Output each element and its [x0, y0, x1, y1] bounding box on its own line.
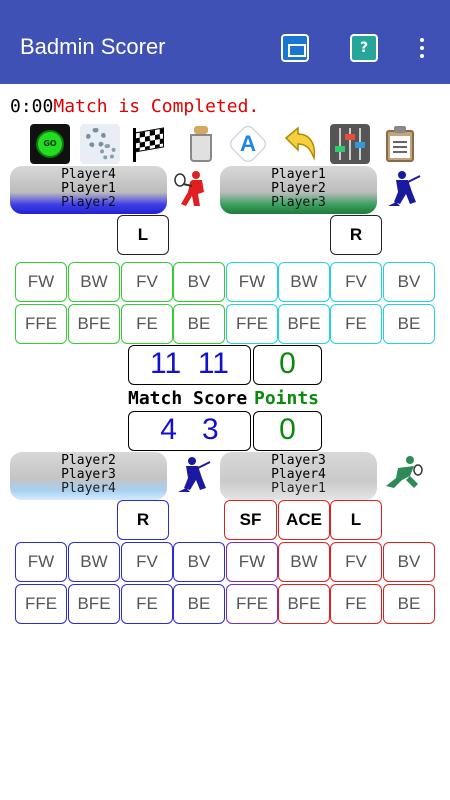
match-score-right: 3: [202, 413, 219, 446]
shot-button-bv[interactable]: BV: [173, 262, 225, 302]
player-name: Player3: [61, 467, 116, 482]
player-name: Player1: [271, 481, 326, 496]
trash-can-icon[interactable]: [180, 124, 220, 164]
player-name: Player3: [271, 453, 326, 468]
top-left-team-panel[interactable]: Player4 Player1 Player2: [10, 166, 167, 214]
shot-button-fw[interactable]: FW: [226, 542, 278, 582]
letter-a-icon[interactable]: A: [226, 122, 270, 166]
shot-button-bfe[interactable]: BFE: [68, 584, 120, 624]
match-time: 0:00: [10, 96, 54, 117]
shot-button-bw[interactable]: BW: [68, 262, 120, 302]
red-player-icon: [172, 168, 212, 208]
shot-button-bw[interactable]: BW: [68, 542, 120, 582]
top-right-side-button[interactable]: R: [330, 215, 382, 255]
shot-button-fv[interactable]: FV: [330, 542, 382, 582]
shot-button-bv[interactable]: BV: [173, 542, 225, 582]
player-name: Player3: [271, 195, 326, 210]
go-label: GO: [36, 130, 64, 158]
shot-button-fe[interactable]: FE: [121, 304, 173, 344]
shot-button-bv[interactable]: BV: [383, 542, 435, 582]
shot-button-be[interactable]: BE: [173, 304, 225, 344]
match-score-left: 4: [160, 413, 177, 446]
player-name: Player1: [61, 181, 116, 196]
shot-button-bw[interactable]: BW: [278, 542, 330, 582]
shot-button-ffe[interactable]: FFE: [15, 584, 67, 624]
points-bottom-value: 0: [279, 413, 296, 446]
match-status: 0:00Match is Completed.: [10, 96, 259, 117]
status-message: Match is Completed.: [53, 96, 260, 117]
app-bar: Badmin Scorer ?: [0, 0, 450, 84]
shot-button-fw[interactable]: FW: [15, 262, 67, 302]
ace-button[interactable]: ACE: [278, 500, 330, 540]
bottom-left-team-panel[interactable]: Player2 Player3 Player4: [10, 452, 167, 500]
top-right-team-panel[interactable]: Player1 Player2 Player3: [220, 166, 377, 214]
shot-button-fe[interactable]: FE: [121, 584, 173, 624]
player-name: Player2: [61, 453, 116, 468]
checkered-flag-icon[interactable]: [130, 124, 170, 164]
game-score-right: 11: [197, 347, 229, 380]
undo-arrow-icon[interactable]: [280, 124, 320, 164]
shot-button-bfe[interactable]: BFE: [278, 304, 330, 344]
bottom-left-side-button[interactable]: R: [117, 500, 169, 540]
game-score-box: 11 11: [128, 345, 251, 385]
match-score-box: 4 3: [128, 411, 251, 451]
top-left-side-button[interactable]: L: [117, 215, 169, 255]
shot-button-ffe[interactable]: FFE: [226, 584, 278, 624]
player-name: Player2: [271, 181, 326, 196]
shot-button-fe[interactable]: FE: [330, 584, 382, 624]
overflow-menu-icon[interactable]: [414, 36, 430, 60]
equalizer-icon[interactable]: [330, 124, 370, 164]
shot-button-fw[interactable]: FW: [15, 542, 67, 582]
points-top-value: 0: [279, 347, 296, 380]
shot-button-fv[interactable]: FV: [330, 262, 382, 302]
player-name: Player4: [61, 167, 116, 182]
shot-button-fe[interactable]: FE: [330, 304, 382, 344]
player-name: Player1: [271, 167, 326, 182]
shot-button-fv[interactable]: FV: [121, 262, 173, 302]
shot-button-ffe[interactable]: FFE: [226, 304, 278, 344]
points-bottom-box: 0: [253, 411, 322, 451]
go-icon[interactable]: GO: [30, 124, 70, 164]
game-score-left: 11: [150, 347, 182, 380]
clipboard-icon[interactable]: [380, 124, 420, 164]
blue-player-icon: [382, 168, 426, 208]
help-icon[interactable]: ?: [350, 34, 378, 62]
match-score-label: Match Score: [128, 388, 248, 409]
shot-button-bfe[interactable]: BFE: [68, 304, 120, 344]
player-name: Player4: [271, 467, 326, 482]
shot-button-be[interactable]: BE: [173, 584, 225, 624]
shot-button-fw[interactable]: FW: [226, 262, 278, 302]
points-top-box: 0: [253, 345, 322, 385]
player-name: Player4: [61, 481, 116, 496]
shot-button-ffe[interactable]: FFE: [15, 304, 67, 344]
shot-button-fv[interactable]: FV: [121, 542, 173, 582]
shot-button-be[interactable]: BE: [383, 304, 435, 344]
letter-a-label: A: [239, 131, 257, 156]
bottom-right-team-panel[interactable]: Player3 Player4 Player1: [220, 452, 377, 500]
mail-icon[interactable]: [281, 34, 309, 62]
player-name: Player2: [61, 195, 116, 210]
shot-button-bv[interactable]: BV: [383, 262, 435, 302]
shot-button-be[interactable]: BE: [383, 584, 435, 624]
navy-player-icon: [172, 454, 216, 494]
bottom-right-side-button[interactable]: L: [330, 500, 382, 540]
green-player-icon: [380, 454, 426, 494]
shot-button-bfe[interactable]: BFE: [278, 584, 330, 624]
points-label: Points: [254, 388, 320, 409]
app-title: Badmin Scorer: [20, 34, 166, 59]
shot-button-bw[interactable]: BW: [278, 262, 330, 302]
short-fault-button[interactable]: SF: [224, 500, 277, 540]
settings-gears-icon[interactable]: [80, 124, 120, 164]
